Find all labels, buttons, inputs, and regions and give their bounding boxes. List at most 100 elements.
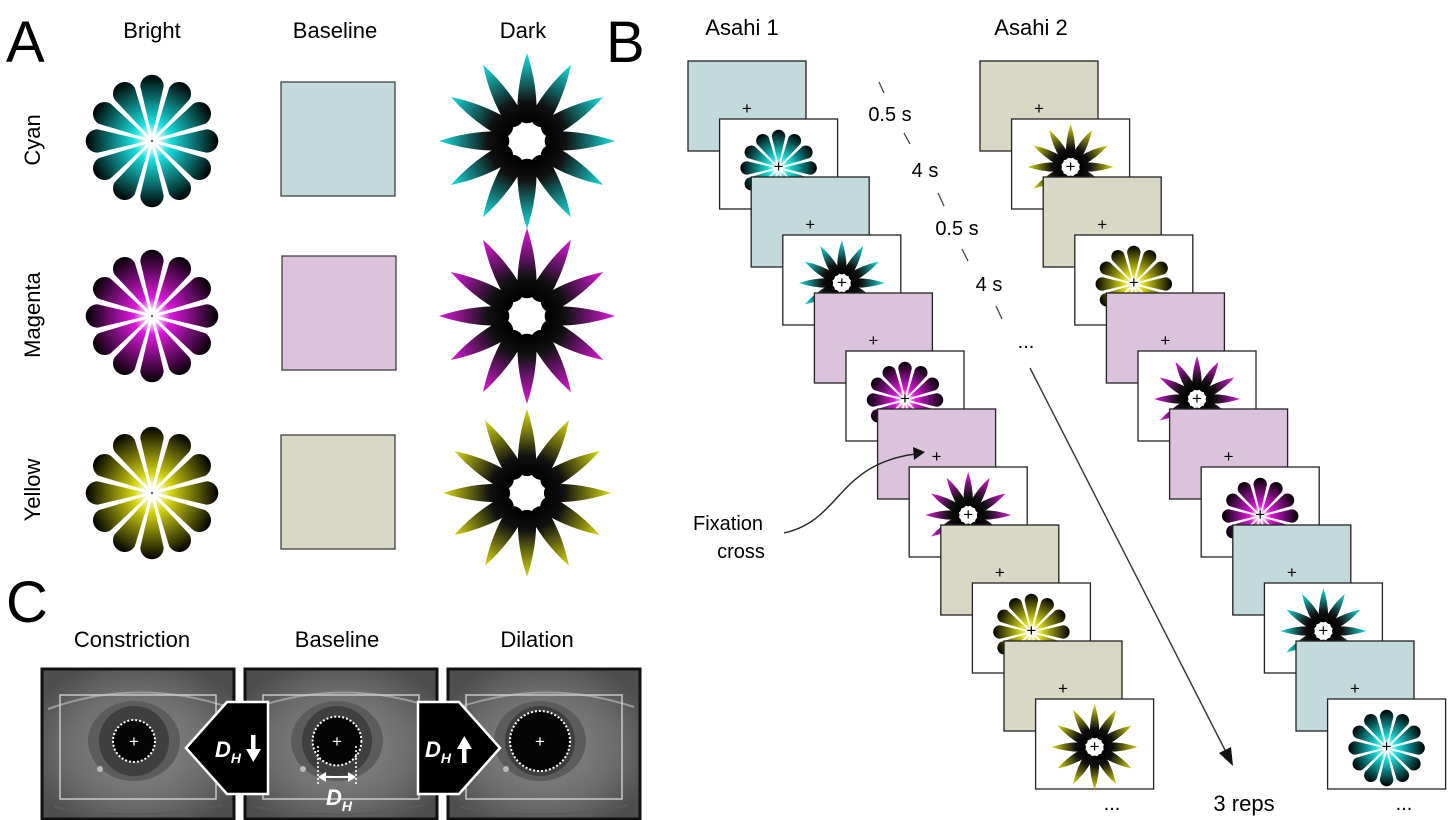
dilation-arrow-label: DH [425, 737, 452, 766]
flower-petal [906, 366, 928, 398]
reps-arrow-line [1029, 367, 1227, 753]
flower-petal [1111, 250, 1133, 282]
flower-petal [1057, 748, 1088, 769]
flower-petal [113, 434, 150, 489]
flower-petal [1077, 145, 1108, 166]
pupil [509, 710, 571, 772]
flower-petal [544, 306, 615, 326]
fixation-cross: + [332, 732, 342, 751]
flower-petal [517, 509, 537, 577]
timing-tick-2 [903, 132, 911, 145]
fixation-cross: + [1192, 389, 1202, 408]
flower-petal [450, 97, 514, 138]
flower-petal [781, 161, 817, 175]
fixation-cross: + [1129, 273, 1139, 292]
fixation-cross: + [1160, 331, 1170, 350]
flower-petal [540, 144, 604, 185]
flower-petal [483, 239, 524, 303]
flower-petal [1318, 588, 1329, 623]
flower-petal [804, 261, 836, 282]
pupil [112, 719, 156, 763]
sequence-1-end-ellipsis: ... [1104, 793, 1121, 815]
flower-petal [1065, 124, 1076, 159]
stimulus-frame-bright-cyan: + [1326, 698, 1447, 790]
flower-petal [1325, 593, 1345, 625]
panel-a: A Bright Baseline Dark Cyan Magenta Yell… [6, 10, 615, 577]
panel-a-row-label-yellow: Yellow [20, 458, 45, 521]
fixation-cross: + [995, 563, 1005, 582]
flower-petal [1253, 477, 1267, 514]
yellow-dark-flower [443, 409, 611, 577]
fixation-label-line2: cross [717, 541, 765, 563]
panel-a-header-dark: Dark [500, 18, 547, 43]
flower-petal [1089, 704, 1100, 739]
fixation-cross: + [868, 331, 878, 350]
flower-petal [866, 393, 903, 407]
flower-petal [871, 377, 903, 399]
flower-petal [85, 481, 148, 505]
flower-petal [1051, 742, 1086, 752]
flower-petal [1033, 145, 1064, 166]
flower-petal [1280, 626, 1315, 636]
flower-petal [154, 497, 191, 552]
fixation-label-line1: Fixation [693, 513, 763, 535]
diameter-measure: DH [317, 746, 357, 814]
panel-c-letter: C [6, 570, 48, 635]
timing-label-4: 4 s [976, 274, 1003, 296]
stimulus-frame-dark-yellow: + [1034, 698, 1155, 790]
flower-petal [113, 497, 150, 552]
flower-petal [898, 361, 912, 398]
flower-petal [85, 304, 148, 328]
flower-petal [93, 277, 148, 314]
panel-b-letter: B [606, 10, 645, 75]
flower-petal [1262, 493, 1295, 515]
flower-center-dot [150, 314, 154, 318]
flower-petal [974, 493, 1006, 514]
flower-petal [154, 145, 191, 200]
flower-petal [517, 158, 537, 229]
panel-c-header-dilation: Dilation [500, 627, 573, 652]
cyan-dark-flower [439, 53, 615, 229]
fixation-cross: + [1382, 737, 1392, 756]
arrow-up-icon [457, 736, 472, 763]
flower-petal [156, 277, 211, 314]
fixation-pointer-head [913, 447, 925, 460]
flower-petal [1192, 356, 1202, 391]
flower-petal [140, 145, 164, 208]
flower-petal [1136, 277, 1173, 291]
timing-ellipsis: ... [1018, 331, 1035, 353]
flower-petal [930, 493, 962, 514]
flower-petal [1057, 725, 1088, 746]
flower-petal [1049, 129, 1069, 161]
fixation-cross: + [1066, 157, 1076, 176]
flower-petal [1286, 609, 1317, 630]
flower-petal [93, 102, 148, 139]
flower-petal [848, 261, 880, 282]
flower-petal [1352, 725, 1385, 747]
flower-petal [1226, 493, 1258, 515]
flower-petal [837, 240, 847, 275]
sequence-2-title: Asahi 2 [994, 15, 1067, 40]
timing-tick-1 [878, 81, 885, 94]
flower-petal [156, 129, 219, 153]
flower-petal [113, 82, 150, 137]
flower-petal [483, 154, 524, 218]
flower-petal [543, 483, 611, 503]
fixation-cross: + [963, 505, 973, 524]
fixation-cross: + [1318, 621, 1328, 640]
flower-petal [740, 161, 776, 175]
flower-petal [1099, 261, 1132, 283]
flower-petal [1136, 261, 1168, 283]
flower-petal [993, 625, 1029, 639]
flower-petal [483, 329, 524, 393]
flower-petal [156, 318, 211, 355]
sequence-2-end-ellipsis: ... [1396, 793, 1413, 815]
flower-petal [1159, 377, 1191, 398]
timing-label-2: 4 s [912, 160, 939, 182]
fixation-cross: + [129, 732, 139, 751]
flower-petal [1221, 509, 1258, 523]
flower-petal [530, 506, 569, 566]
fixation-cross: + [1350, 679, 1360, 698]
flower-petal [1127, 245, 1141, 282]
flower-petal [1261, 482, 1283, 514]
